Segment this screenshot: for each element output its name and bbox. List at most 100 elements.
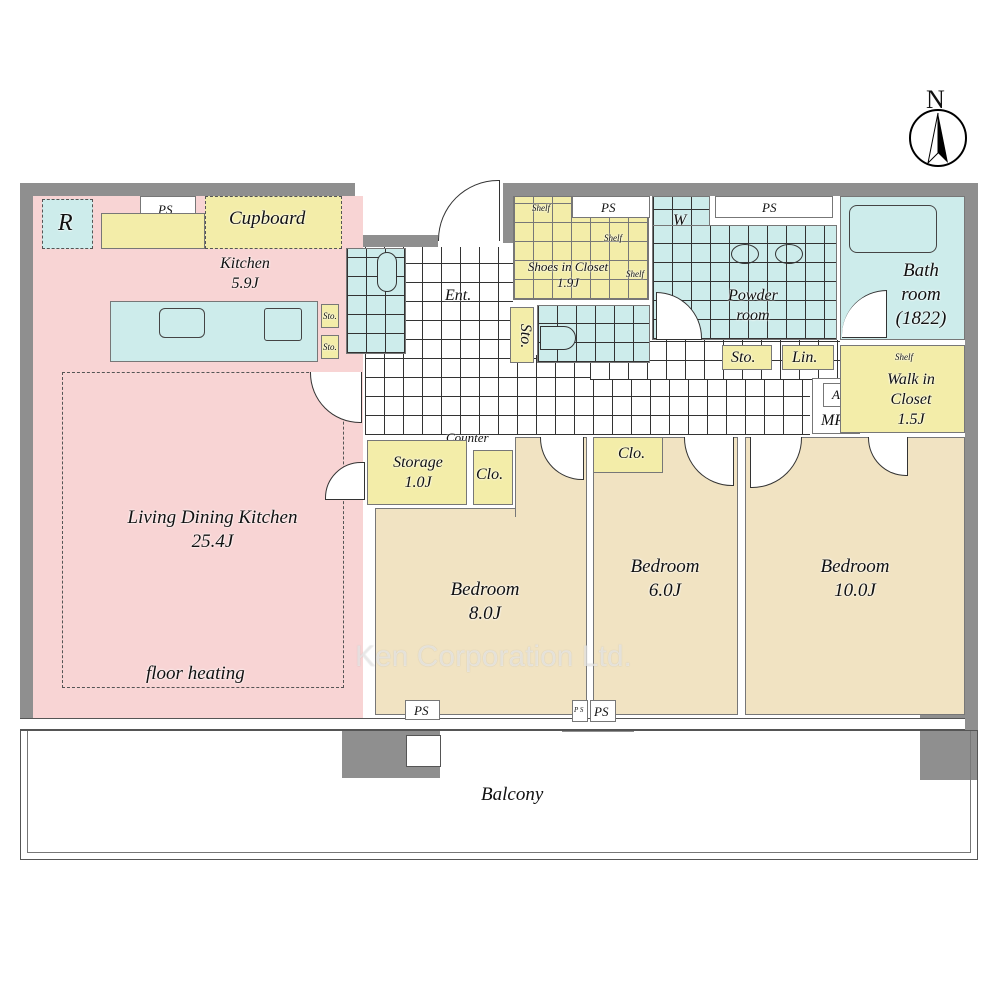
bath-line2: room — [901, 284, 941, 305]
shoes-closet-name: Shoes in Closet — [527, 259, 609, 274]
washer-label: W — [673, 212, 687, 229]
floor-heating-area — [62, 372, 344, 688]
shelf-label: Shelf — [895, 352, 913, 362]
wall-top-left — [20, 183, 355, 196]
ps-small-label: P S — [574, 706, 584, 714]
storage-sto-1: Sto. — [321, 304, 339, 328]
walk-in-size: 1.5J — [897, 411, 925, 428]
wall-ent-side — [503, 183, 513, 243]
shoes-closet-size: 1.9J — [556, 275, 580, 290]
kitchen-cabinet — [101, 213, 205, 249]
toilet-icon — [540, 326, 576, 350]
storage-sto-entrance: Sto. — [510, 307, 534, 363]
watermark: Ken Corporation Ltd. — [355, 640, 632, 673]
toilet-1 — [346, 248, 406, 354]
storage-name: Storage — [393, 454, 443, 471]
cupboard: Cupboard — [205, 196, 342, 249]
cupboard-label: Cupboard — [229, 208, 306, 229]
bathtub-icon — [849, 205, 937, 253]
wall-right — [965, 183, 978, 723]
closet-label: Clo. — [476, 466, 504, 483]
entrance-label: Ent. — [445, 287, 472, 304]
ps-balcony-small: P S — [572, 700, 588, 722]
ldk-label: Living Dining Kitchen 25.4J — [100, 506, 325, 554]
ps-label: PS — [601, 200, 616, 215]
linen-label: Lin. — [792, 349, 818, 366]
pillar-shaft — [406, 735, 441, 767]
bathroom-label: Bath room (1822) — [881, 259, 961, 331]
meter-room-label: MR — [821, 412, 845, 429]
bedroom-8 — [375, 508, 587, 715]
compass-arrow-icon — [909, 109, 967, 167]
wall-left — [20, 183, 33, 728]
floor-heating-label: floor heating — [146, 663, 245, 684]
basin-icon — [731, 244, 759, 264]
shoes-closet-label: Shoes in Closet 1.9J — [514, 259, 622, 291]
kitchen-size: 5.9J — [231, 275, 259, 292]
balcony-railing — [27, 731, 971, 853]
ps-powder: PS — [715, 196, 833, 218]
ldk-name: Living Dining Kitchen — [127, 507, 298, 528]
bedroom-8-name: Bedroom — [450, 579, 520, 600]
closet-label: Clo. — [618, 445, 646, 462]
bedroom-8-label: Bedroom 8.0J — [440, 578, 530, 626]
powder-line1: Powder — [728, 287, 778, 304]
wall-notch-bottom — [343, 235, 438, 247]
closet-1: Clo. — [473, 450, 513, 505]
bath-line3: (1822) — [895, 308, 947, 329]
exterior-wall-bottom — [20, 718, 965, 730]
kitchen-label: Kitchen 5.9J — [205, 254, 285, 294]
ps-balcony-right: PS — [590, 700, 616, 722]
bath-line1: Bath — [903, 260, 939, 281]
sto-label: Sto. — [731, 349, 756, 366]
bathroom: Bath room (1822) — [840, 196, 965, 340]
ps-shoes: PS — [572, 196, 650, 218]
shelf-label: Shelf — [604, 233, 622, 243]
bedroom-6-size: 6.0J — [648, 580, 682, 601]
refrigerator-label: R — [58, 210, 73, 236]
balcony: Balcony — [20, 730, 978, 860]
sto-label: Sto. — [517, 323, 535, 349]
toilet-2 — [537, 305, 650, 363]
compass: N — [908, 85, 968, 175]
bedroom-6 — [593, 437, 738, 715]
compass-north-label: N — [926, 85, 945, 114]
balcony-label: Balcony — [481, 784, 544, 805]
living-dining-kitchen — [33, 196, 363, 718]
sink-icon — [159, 308, 205, 338]
ldk-size: 25.4J — [191, 531, 234, 552]
sto-label: Sto. — [323, 342, 337, 352]
storage-sto-2: Sto. — [321, 335, 339, 359]
bedroom-10 — [745, 437, 965, 715]
kitchen-name: Kitchen — [220, 255, 270, 272]
storage-size: 1.0J — [404, 474, 432, 491]
closet-2: Clo. — [593, 437, 663, 473]
basin-icon — [775, 244, 803, 264]
ps-label: PS — [594, 704, 609, 719]
bedroom-10-name: Bedroom — [820, 556, 890, 577]
storage-sto-hall: Sto. — [722, 345, 772, 370]
bedroom-8-size: 8.0J — [468, 603, 502, 624]
hallway — [365, 355, 810, 435]
toilet-icon — [377, 252, 397, 292]
ps-label: PS — [762, 200, 777, 215]
shelf-label: Shelf — [532, 203, 550, 213]
bedroom-6-name: Bedroom — [630, 556, 700, 577]
kitchen-island — [110, 301, 318, 362]
bedroom-10-label: Bedroom 10.0J — [810, 555, 900, 603]
walk-in-closet: Shelf Walk in Closet 1.5J — [840, 345, 965, 433]
shelf-label: Shelf — [626, 269, 644, 279]
front-door[interactable] — [438, 180, 500, 241]
walk-in-line1: Walk in — [887, 371, 935, 388]
storage-room: Storage 1.0J — [367, 440, 467, 505]
ps-balcony-left: PS — [405, 700, 440, 720]
powder-room-label: Powder room — [713, 286, 793, 326]
meter-a-label: A — [832, 387, 840, 402]
refrigerator-space: R — [42, 199, 93, 249]
powder-line2: room — [736, 307, 770, 324]
sto-label: Sto. — [323, 311, 337, 321]
bedroom-10-size: 10.0J — [834, 580, 876, 601]
linen-closet: Lin. — [782, 345, 834, 370]
ps-label: PS — [414, 703, 429, 718]
storage-label: Storage 1.0J — [378, 453, 458, 493]
